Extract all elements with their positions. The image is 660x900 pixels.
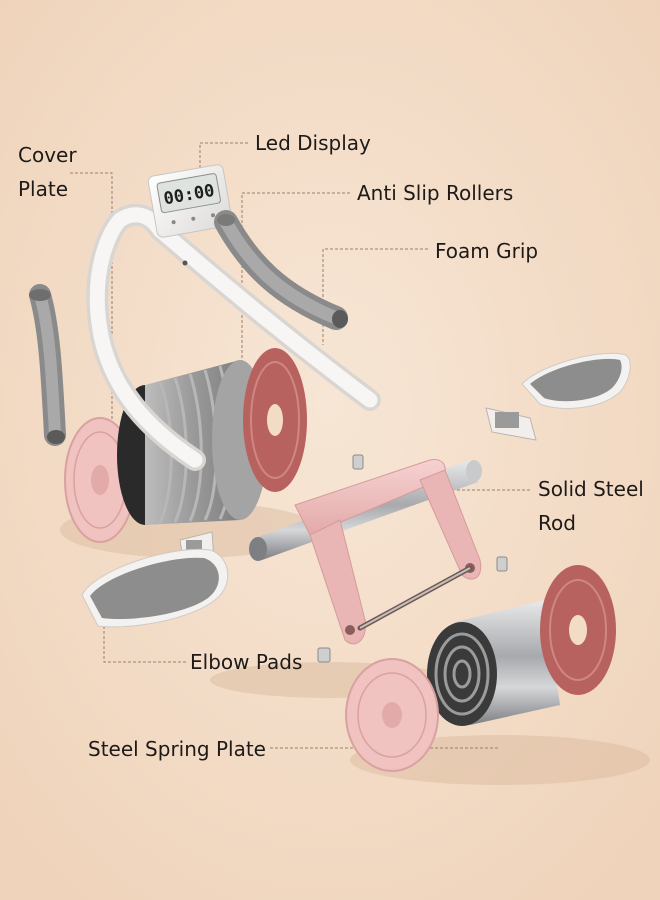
leader-foam-grip — [322, 248, 428, 345]
pink-plate-bottom — [345, 658, 439, 772]
leader-elbow-pads — [103, 612, 186, 663]
white-u-frame — [86, 203, 381, 471]
leader-led-display — [199, 142, 248, 168]
label-solid-steel-rod-line2: Rod — [538, 511, 576, 535]
label-solid-steel-rod-line1: Solid Steel — [538, 477, 644, 501]
label-led-display: Led Display — [255, 131, 371, 155]
red-plate-bottom — [540, 565, 616, 695]
left-foam-grip — [29, 284, 66, 446]
label-anti-slip-rollers: Anti Slip Rollers — [357, 181, 514, 205]
elbow-pad-right — [521, 352, 631, 409]
elbow-pad-left — [81, 548, 229, 628]
red-side-plate-right — [243, 348, 307, 492]
label-cover-plate-line2: Plate — [18, 177, 69, 201]
steel-spring-wheel — [427, 600, 560, 726]
right-foam-grip — [214, 210, 348, 330]
led-timer: 00:00 — [147, 164, 233, 238]
thin-axle — [357, 565, 473, 631]
label-foam-grip: Foam Grip — [435, 239, 539, 263]
small-screws — [317, 454, 508, 663]
label-cover-plate-line1: Cover — [18, 143, 77, 167]
label-elbow-pads: Elbow Pads — [190, 650, 303, 674]
label-steel-spring-plate: Steel Spring Plate — [88, 737, 266, 761]
pad-clip-right — [485, 407, 537, 441]
